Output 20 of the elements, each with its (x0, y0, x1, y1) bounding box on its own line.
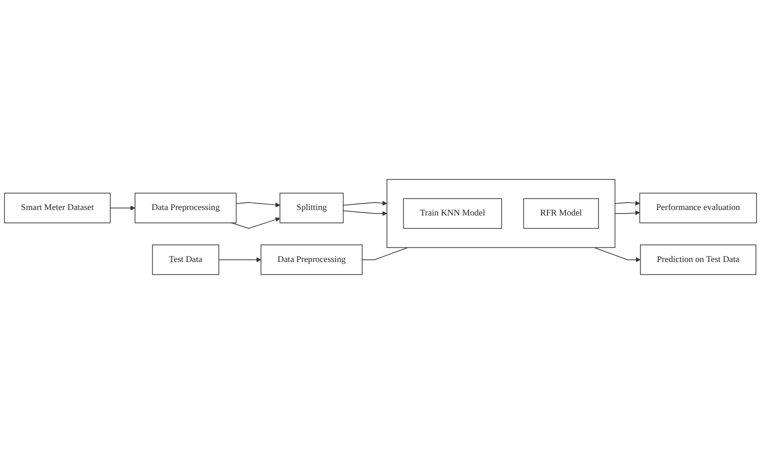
arrow (236, 202, 280, 207)
connector (362, 246, 408, 260)
node-box: Smart Meter Dataset (4, 192, 111, 223)
arrow (110, 205, 136, 210)
node-box: RFR Model (523, 198, 599, 228)
arrow (614, 200, 640, 206)
node-box: Performance evaluation (639, 192, 757, 223)
node-box: Splitting (280, 192, 344, 223)
arrow (218, 256, 262, 262)
node-box: Data Preprocessing (134, 192, 237, 223)
node-box: Test Data (152, 244, 220, 274)
node-box: Prediction on Test Data (640, 244, 756, 274)
arrow (594, 246, 641, 262)
arrow (342, 210, 388, 216)
node-box: Data Preprocessing (260, 244, 363, 274)
arrow (342, 200, 388, 206)
cluster (386, 178, 616, 248)
arrow (614, 210, 640, 215)
arrow (231, 216, 280, 228)
node-box: Train KNN Model (403, 198, 502, 228)
